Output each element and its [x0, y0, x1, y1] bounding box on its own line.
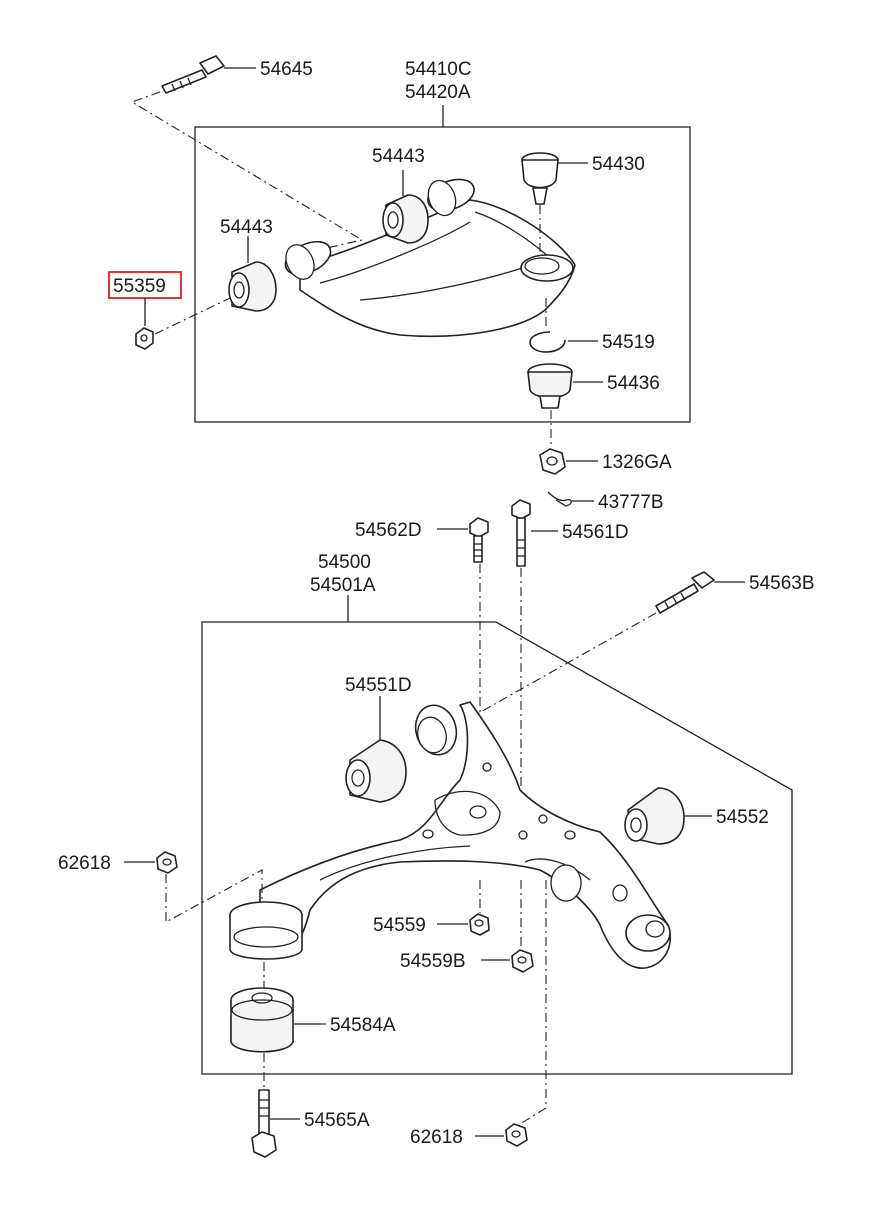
- cotter-pin-43777B-icon[interactable]: [547, 491, 572, 507]
- label-54565A[interactable]: 54565A: [304, 1110, 370, 1131]
- nut-54559-icon[interactable]: [469, 913, 490, 936]
- nut-55359-icon[interactable]: [135, 327, 154, 350]
- nut-62618-bottom-icon[interactable]: [505, 1123, 528, 1147]
- label-54436[interactable]: 54436: [607, 373, 660, 394]
- bolt-54561D-icon[interactable]: [511, 499, 531, 567]
- label-54584A[interactable]: 54584A: [330, 1015, 396, 1036]
- label-54559B[interactable]: 54559B: [400, 951, 466, 972]
- bushing-54443-top-icon[interactable]: [382, 194, 429, 244]
- lower-control-arm[interactable]: [259, 701, 671, 969]
- label-62618-bottom[interactable]: 62618: [410, 1127, 463, 1148]
- label-54420A[interactable]: 54420A: [405, 82, 471, 103]
- bolt-54563B-icon[interactable]: [655, 571, 715, 614]
- label-54561D[interactable]: 54561D: [562, 522, 629, 543]
- bushing-54552-icon[interactable]: [624, 787, 685, 845]
- label-54559[interactable]: 54559: [373, 915, 426, 936]
- label-54519[interactable]: 54519: [602, 332, 655, 353]
- label-55359[interactable]: 55359: [113, 276, 166, 297]
- nut-1326GA-icon[interactable]: [539, 448, 566, 475]
- label-54501A[interactable]: 54501A: [310, 575, 376, 596]
- ball-joint-54430-icon[interactable]: [521, 152, 559, 205]
- label-43777B[interactable]: 43777B: [598, 492, 664, 513]
- label-54443-left[interactable]: 54443: [220, 217, 273, 238]
- lower-arm-group-box: [201, 621, 793, 1075]
- label-54645[interactable]: 54645: [260, 59, 313, 80]
- label-54500[interactable]: 54500: [318, 552, 371, 573]
- upper-control-arm[interactable]: [280, 174, 576, 338]
- label-1326GA[interactable]: 1326GA: [602, 452, 672, 473]
- bolt-54562D-icon[interactable]: [469, 517, 489, 563]
- bushing-54443-left-icon[interactable]: [228, 261, 277, 312]
- bushing-54584A-icon[interactable]: [230, 987, 294, 1053]
- nut-54559B-icon[interactable]: [511, 949, 534, 973]
- label-54552[interactable]: 54552: [716, 807, 769, 828]
- label-54443-top[interactable]: 54443: [372, 146, 425, 167]
- bolt-54565A-icon[interactable]: [251, 1089, 277, 1158]
- label-54551D[interactable]: 54551D: [345, 675, 412, 696]
- bushing-54551D-icon[interactable]: [345, 739, 407, 803]
- label-62618-left[interactable]: 62618: [58, 853, 111, 874]
- label-54563B[interactable]: 54563B: [749, 573, 815, 594]
- dust-boot-54436-icon[interactable]: [527, 363, 573, 409]
- label-54410C[interactable]: 54410C: [405, 59, 472, 80]
- bushing-sleeve-icon[interactable]: [229, 901, 303, 960]
- label-54562D[interactable]: 54562D: [355, 520, 422, 541]
- bolt-54645-icon[interactable]: [161, 55, 225, 94]
- snap-ring-54519-icon[interactable]: [529, 331, 566, 353]
- label-54430[interactable]: 54430: [592, 154, 645, 175]
- nut-62618-left-icon[interactable]: [156, 851, 178, 874]
